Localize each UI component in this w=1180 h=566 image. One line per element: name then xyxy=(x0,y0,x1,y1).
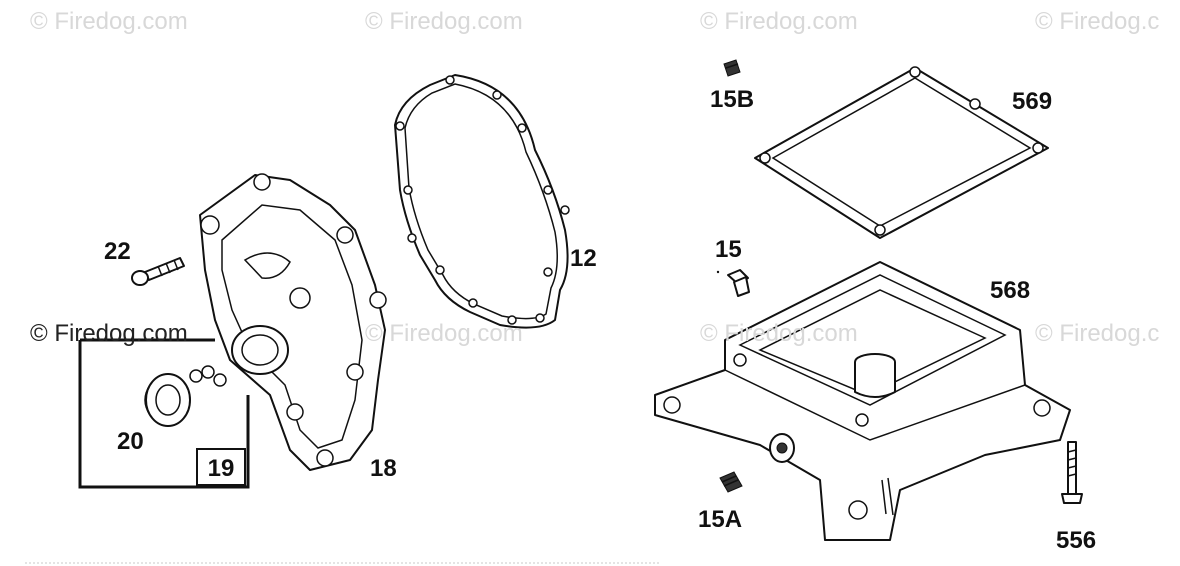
callout-15[interactable]: 15 xyxy=(715,236,742,263)
watermark: © Firedog.com xyxy=(30,8,188,35)
watermark: © Firedog.c xyxy=(1035,320,1160,347)
plug-15B[interactable] xyxy=(723,59,741,77)
plug-15[interactable] xyxy=(716,269,750,297)
watermark: © Firedog.com xyxy=(700,8,858,35)
watermark: © Firedog.com xyxy=(365,8,523,35)
watermark: © Firedog.c xyxy=(1035,8,1160,35)
oil-sump-568[interactable] xyxy=(654,261,1071,541)
callout-12[interactable]: 12 xyxy=(570,245,597,272)
crankcase-cover-18[interactable] xyxy=(189,173,387,471)
callout-556[interactable]: 556 xyxy=(1056,527,1097,554)
callout-568[interactable]: 568 xyxy=(990,277,1031,304)
bolt-556[interactable] xyxy=(1061,441,1083,504)
callout-15B[interactable]: 15B xyxy=(710,86,755,113)
plug-15A[interactable] xyxy=(719,471,743,493)
watermark: © Firedog.com xyxy=(365,320,523,347)
callout-22[interactable]: 22 xyxy=(104,238,131,265)
bolt-22[interactable] xyxy=(131,257,185,286)
watermark: © Firedog.com xyxy=(30,320,188,347)
callout-15A[interactable]: 15A xyxy=(698,506,743,533)
gasket-12[interactable] xyxy=(394,74,570,329)
kit-outline-19 xyxy=(78,338,250,489)
callout-19[interactable]: 19 xyxy=(196,448,246,486)
callout-20[interactable]: 20 xyxy=(117,428,144,455)
oil-seal-20[interactable] xyxy=(144,373,191,427)
callout-569[interactable]: 569 xyxy=(1012,88,1053,115)
callout-18[interactable]: 18 xyxy=(370,455,397,482)
gasket-569[interactable] xyxy=(754,66,1049,239)
watermark: © Firedog.com xyxy=(700,320,858,347)
